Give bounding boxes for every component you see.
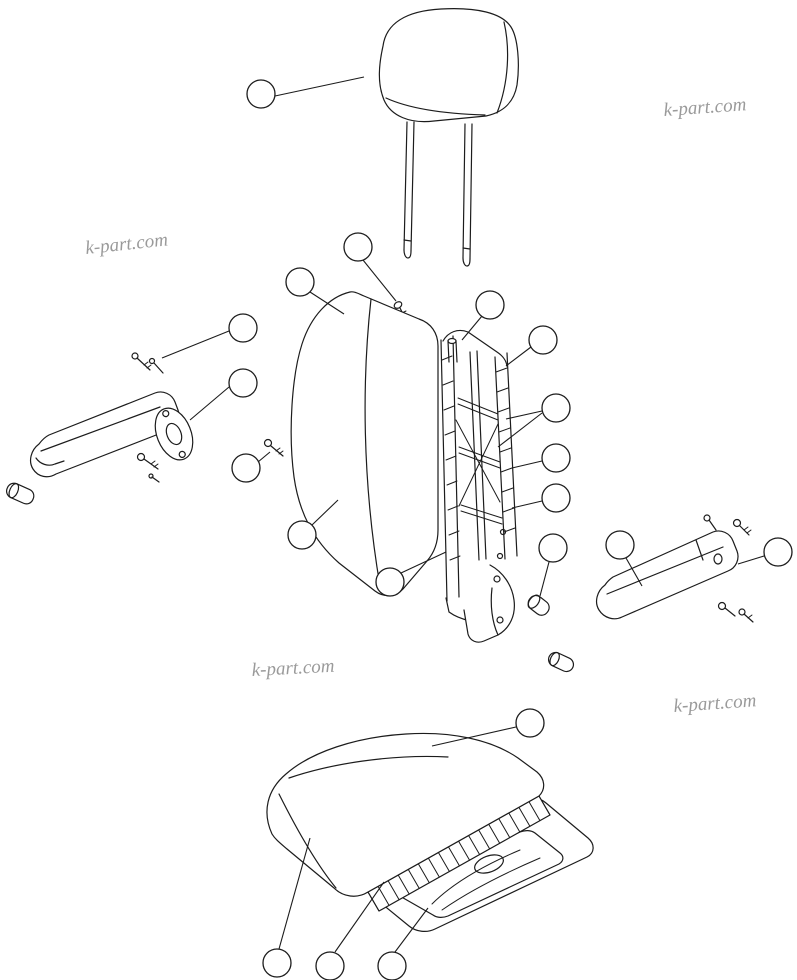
leader-line-back-bottom (400, 551, 447, 574)
bushing-right (547, 651, 575, 673)
leader-line-back-cushion-low (311, 499, 339, 526)
callout-headrest[interactable] (246, 79, 276, 109)
leader-lines (161, 76, 765, 953)
callout-back-cushion-top[interactable] (285, 267, 315, 297)
callout-frame-top[interactable] (475, 290, 505, 320)
bushing-left (6, 482, 35, 505)
leader-line-seat-cushion (431, 726, 517, 747)
watermark-layer: k-part.com k-part.com k-part.com k-part.com (84, 94, 757, 717)
callout-armrest-right[interactable] (605, 530, 635, 560)
leader-line-small-bolt (257, 451, 271, 463)
seat-cushion (266, 732, 545, 897)
hatch-line (458, 840, 471, 861)
hatch-line (447, 846, 460, 867)
recliner-knob (527, 594, 550, 616)
callout-armrest-left-screws[interactable] (228, 313, 258, 343)
hatch-line (417, 863, 430, 884)
hatch-line (508, 812, 521, 833)
seat-back-frame (440, 329, 518, 643)
hatch-line (377, 885, 390, 906)
callout-back-cushion-low[interactable] (287, 520, 317, 550)
hatch-line (488, 823, 501, 844)
seat-back-cushion (290, 291, 439, 597)
hatch-line (427, 857, 440, 878)
hatch-line (478, 829, 491, 850)
leader-line-frame-links (505, 410, 543, 420)
leader-line-seat-pan-b (334, 881, 385, 953)
callout-frame-right[interactable] (528, 325, 558, 355)
leader-line-frame-right (505, 346, 532, 367)
hatch-line (407, 868, 420, 889)
leader-line-seat-pan-c (394, 907, 429, 953)
hatch-line (528, 801, 541, 822)
callout-armrest-right-end[interactable] (763, 537, 793, 567)
callout-seat-pan-c[interactable] (377, 951, 407, 980)
leader-line-frame-low (511, 500, 543, 509)
armrest-right (595, 530, 739, 620)
leader-line-frame-top (461, 315, 483, 341)
leader-line-back-cushion-top (309, 291, 345, 315)
leader-line-headrest (274, 76, 365, 97)
callout-back-screw[interactable] (343, 232, 373, 262)
armrest-left-hardware (131, 352, 284, 483)
leader-line-recliner-knob (539, 561, 550, 597)
callout-balloons (228, 79, 793, 980)
hatch-line (518, 806, 531, 827)
callout-frame-mid[interactable] (541, 443, 571, 473)
watermark-text: k-part.com (663, 94, 747, 121)
callout-frame-links[interactable] (541, 393, 571, 423)
callout-seat-pan-b[interactable] (315, 951, 345, 980)
leader-line-armrest-left-bracket (189, 386, 230, 421)
watermark-text: k-part.com (673, 690, 757, 717)
callout-armrest-left-bracket[interactable] (228, 368, 258, 398)
hatch-line (468, 835, 481, 856)
hatch-line (498, 818, 511, 839)
hatch-line (367, 891, 380, 912)
leader-line-back-screw (362, 259, 397, 302)
watermark-text: k-part.com (84, 229, 169, 259)
hatch-line (387, 880, 400, 901)
headrest-posts (403, 121, 473, 267)
leader-line-armrest-right (625, 557, 643, 587)
watermark-text: k-part.com (251, 656, 335, 681)
leader-line-seat-pan-a (278, 837, 311, 950)
callout-seat-pan-a[interactable] (262, 948, 292, 978)
headrest (378, 8, 519, 123)
callout-small-bolt[interactable] (231, 453, 261, 483)
callout-back-bottom[interactable] (375, 567, 405, 597)
callout-seat-cushion[interactable] (515, 708, 545, 738)
leader-line-armrest-right-end (737, 555, 765, 565)
leader-line-armrest-left-screws (161, 330, 230, 359)
hatch-line (437, 851, 450, 872)
leader-line-frame-links (497, 412, 543, 448)
armrest-left (29, 391, 194, 478)
armrest-right-hardware (703, 514, 754, 623)
leader-line-frame-mid (511, 460, 543, 469)
callout-frame-low[interactable] (541, 483, 571, 513)
hatch-line (538, 795, 551, 816)
hatch-line (397, 874, 410, 895)
callout-recliner-knob[interactable] (538, 533, 568, 563)
